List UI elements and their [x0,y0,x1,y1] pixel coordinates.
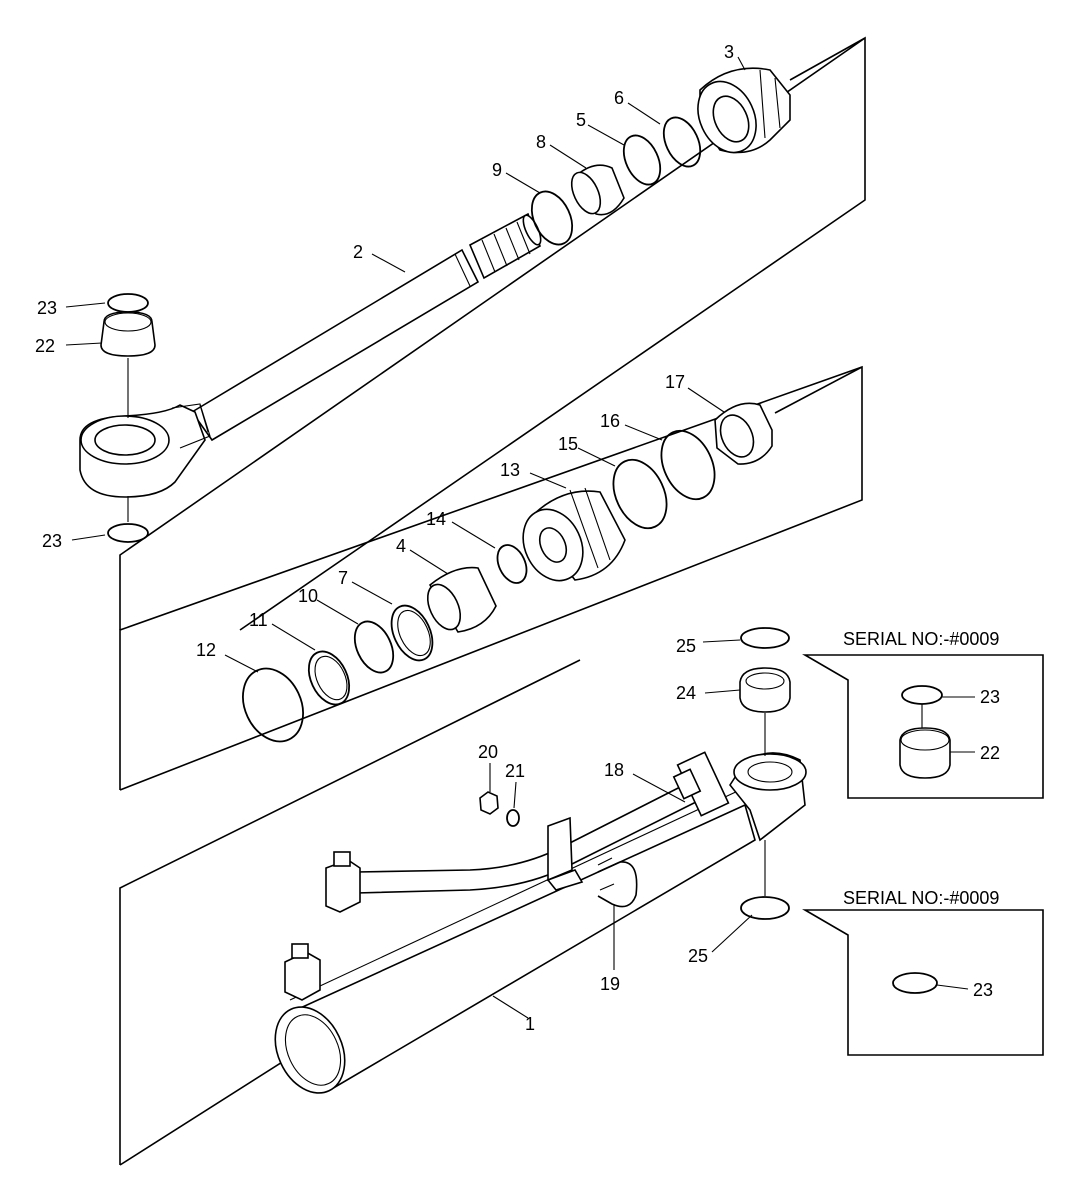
serial-inset-bottom [802,909,1044,1056]
callout-13: 13 [500,460,520,480]
callout-22-inset: 22 [980,743,1000,763]
callout-23-rod-bottom: 23 [42,531,62,551]
callout-21: 21 [505,761,525,781]
callout-23-inset-top: 23 [980,687,1000,707]
callout-23-rod-top: 23 [37,298,57,318]
cylinder-tube [274,751,807,1094]
leader-lines [65,56,975,1019]
rod-gland-parts [530,37,866,246]
fasteners [479,791,520,827]
callout-17: 17 [665,372,685,392]
callout-19: 19 [600,974,620,994]
callout-2: 2 [353,242,363,262]
callout-18: 18 [604,760,624,780]
callout-24: 24 [676,683,696,703]
rod-eye-bushing-parts [100,293,156,543]
tube-bushing-parts [739,627,791,920]
callout-8: 8 [536,132,546,152]
callout-10: 10 [298,586,318,606]
callout-3: 3 [724,42,734,62]
callout-25-top: 25 [676,636,696,656]
callout-22-rod: 22 [35,336,55,356]
callout-labels: 1 2 3 4 5 6 7 8 9 10 11 12 13 14 15 16 1… [35,42,1000,1034]
serial-note-top: SERIAL NO:-#0009 [843,629,999,649]
callout-12: 12 [196,640,216,660]
piston-parts [242,366,863,743]
callout-14: 14 [426,509,446,529]
callout-9: 9 [492,160,502,180]
callout-7: 7 [338,568,348,588]
callout-25-bottom: 25 [688,946,708,966]
callout-15: 15 [558,434,578,454]
callout-6: 6 [614,88,624,108]
callout-1: 1 [525,1014,535,1034]
callout-23-inset-bottom: 23 [973,980,993,1000]
callout-4: 4 [396,536,406,556]
callout-16: 16 [600,411,620,431]
callout-5: 5 [576,110,586,130]
piston-rod [79,212,542,498]
callout-11: 11 [249,610,268,630]
callout-20: 20 [478,742,498,762]
serial-note-bottom: SERIAL NO:-#0009 [843,888,999,908]
serial-inset-top [802,654,1044,799]
